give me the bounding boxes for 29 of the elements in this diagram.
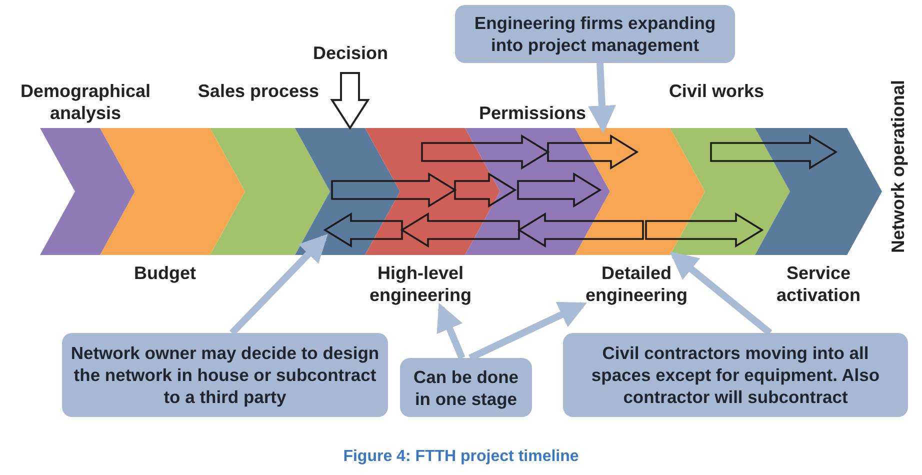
block-arrow bbox=[517, 212, 644, 248]
stage-label: Demographical analysis bbox=[19, 80, 152, 124]
block-arrow bbox=[400, 212, 520, 248]
stage-label: High-level engineering bbox=[368, 262, 472, 306]
stage-label: Sales process bbox=[196, 80, 320, 102]
stage-label: Detailed engineering bbox=[584, 262, 688, 306]
leader-arrow bbox=[436, 302, 466, 360]
leader-arrow bbox=[670, 251, 772, 336]
block-arrow bbox=[331, 172, 457, 208]
stage-label: Decision bbox=[312, 42, 389, 64]
stage-label: Budget bbox=[133, 262, 197, 284]
leader-arrow bbox=[588, 62, 616, 134]
callout-box: Civil contractors moving into all spaces except for equipment. Also contractor will subcontract bbox=[563, 333, 908, 417]
stage-label: Permissions bbox=[478, 102, 587, 124]
stage-label: Civil works bbox=[668, 80, 765, 102]
callout-box: Network owner may decide to design the network in house or subcontract to a third party bbox=[62, 333, 388, 417]
vertical-label: Network operational bbox=[888, 80, 908, 254]
block-arrow bbox=[454, 172, 517, 208]
block-arrow bbox=[710, 134, 838, 170]
leader-arrow bbox=[230, 234, 328, 336]
block-arrow bbox=[421, 134, 550, 170]
block-arrow bbox=[323, 212, 403, 248]
callout-box: Can be done in one stage bbox=[400, 358, 532, 417]
block-arrow bbox=[517, 172, 602, 208]
callout-box: Engineering firms expanding into project management bbox=[455, 5, 735, 63]
block-arrow bbox=[645, 212, 764, 248]
stage-label: Service activation bbox=[775, 262, 862, 306]
caption: Figure 4: FTTH project timeline bbox=[343, 448, 579, 465]
block-arrow bbox=[547, 134, 639, 170]
